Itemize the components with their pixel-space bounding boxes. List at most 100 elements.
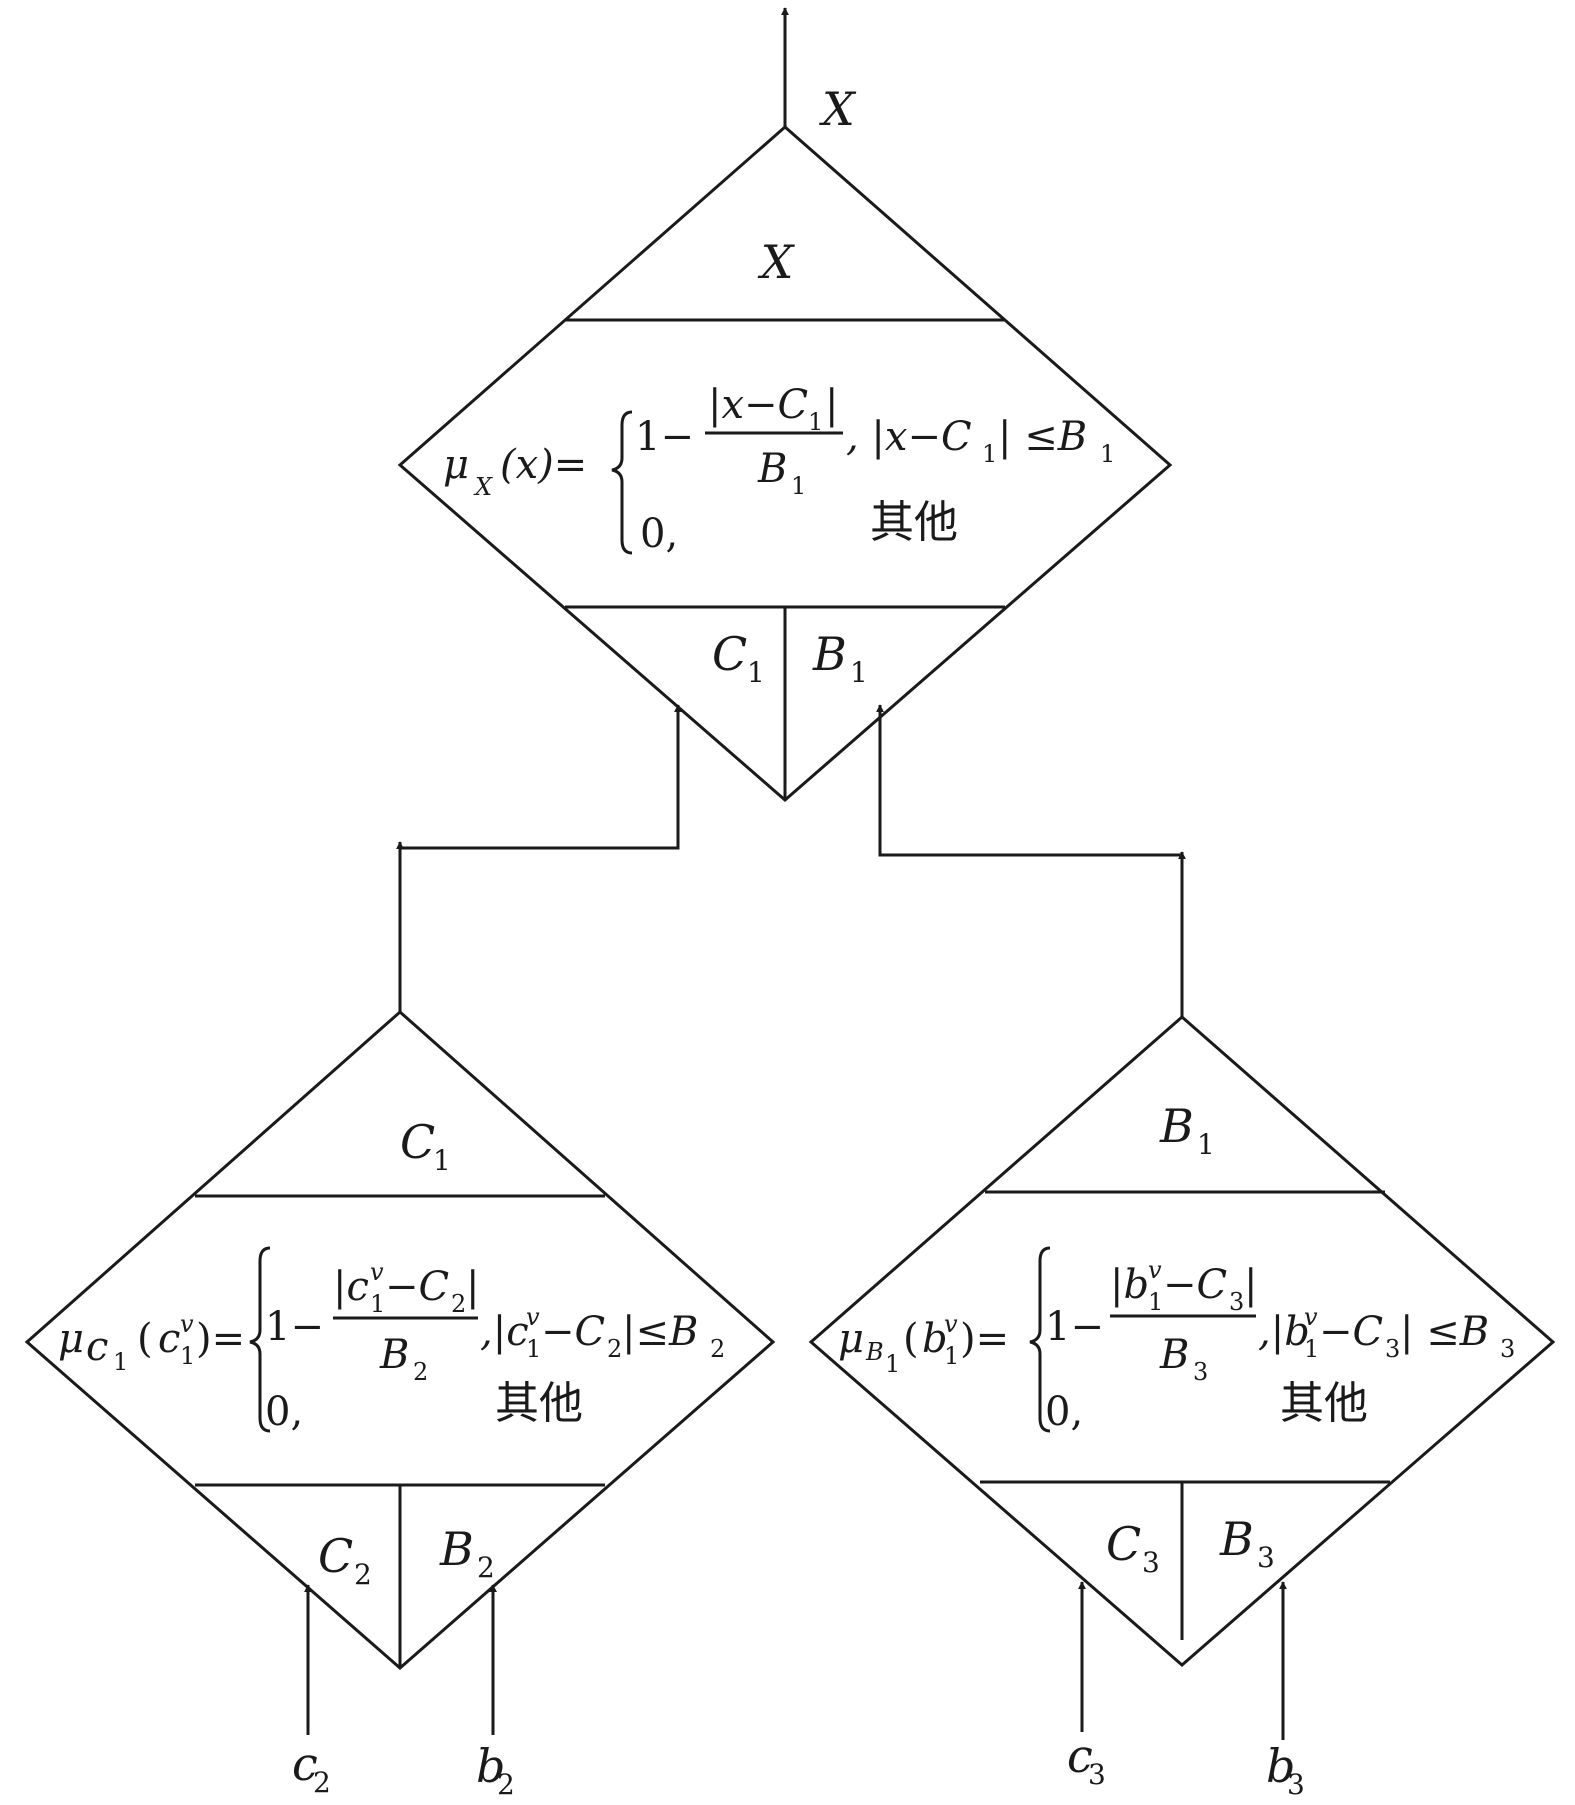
- right-case1-numerator: |b: [1110, 1262, 1149, 1308]
- right-case1-condition-mid: −C: [1319, 1309, 1383, 1355]
- left-case1-denominator: B: [379, 1332, 409, 1378]
- left-case2-condition: 其他: [495, 1378, 583, 1429]
- left-node-membership-function: μ c 1 ( c v 1 )= 1− |c v 1 −C 2 | B 2 ,|…: [58, 1246, 725, 1435]
- left-arg-close: )=: [196, 1316, 245, 1362]
- right-case1-numerator-sub: 1: [1148, 1288, 1163, 1316]
- left-case1-condition-end-sub: 2: [710, 1335, 725, 1363]
- left-case1-condition-sub2: 2: [607, 1335, 622, 1363]
- input-c2-sub: 2: [313, 1766, 331, 1799]
- top-node: X μ X (x)= 1− |x−C 1 | B 1 , |x−C 1 | ≤B…: [397, 125, 1173, 802]
- top-case1-one: 1−: [635, 414, 694, 460]
- right-arg-open: (: [903, 1316, 919, 1362]
- left-case1-numerator-mid: −C: [385, 1264, 449, 1310]
- left-node: C 1 μ c 1 ( c v 1 )= 1− |c v 1 −C 2 | B …: [24, 1009, 776, 1670]
- left-arg-var: c: [158, 1316, 180, 1362]
- right-case1-denominator-sub: 3: [1193, 1358, 1208, 1386]
- top-case1-numerator-end: |: [825, 382, 838, 428]
- right-node-title: B: [1159, 1099, 1194, 1153]
- connector-left-to-top-c1: [398, 704, 682, 1012]
- left-case1-condition-sub: 1: [526, 1335, 541, 1363]
- right-case1-numerator-mid: −C: [1163, 1262, 1227, 1308]
- right-node-diamond: [808, 1015, 1556, 1667]
- left-case1-numerator-sub2: 2: [451, 1290, 466, 1318]
- top-left-brace: [611, 410, 633, 555]
- right-case1-condition: ,|b: [1258, 1309, 1310, 1355]
- top-node-membership-function: μ X (x)= 1− |x−C 1 | B 1 , |x−C 1 | ≤B 1…: [443, 382, 1115, 557]
- right-arg-var: b: [922, 1316, 948, 1362]
- left-case1-one: 1−: [265, 1304, 324, 1350]
- left-param-left: C: [318, 1529, 353, 1583]
- left-case1-numerator-sub: 1: [370, 1290, 385, 1318]
- top-case2-value: 0,: [640, 511, 678, 557]
- left-arg-open: (: [137, 1316, 153, 1362]
- right-arg-close: )=: [960, 1316, 1009, 1362]
- right-node-membership-function: μ B 1 ( b v 1 )= 1− |b v 1 −C 3 | B 3 ,|…: [838, 1246, 1515, 1435]
- input-c2-label: c: [292, 1737, 318, 1791]
- right-case1-condition-sub2: 3: [1385, 1335, 1400, 1363]
- left-arg-sup: v: [180, 1310, 194, 1338]
- top-case1-numerator: |x−C: [708, 382, 808, 428]
- right-arg-sup: v: [944, 1310, 958, 1338]
- right-case1-denominator: B: [1159, 1332, 1189, 1378]
- top-case1-condition-end: | ≤B: [998, 414, 1087, 460]
- input-c3-sub: 3: [1088, 1758, 1106, 1791]
- right-mu-symbol: μ: [838, 1316, 864, 1362]
- right-case1-numerator-end: |: [1244, 1262, 1257, 1308]
- right-case1-numerator-sup: v: [1148, 1256, 1162, 1284]
- right-case1-condition-sub: 1: [1304, 1335, 1319, 1363]
- left-param-right: B: [439, 1522, 474, 1576]
- top-case1-condition-end-sub: 1: [1100, 440, 1115, 468]
- right-case1-condition-sup: v: [1304, 1303, 1318, 1331]
- left-node-title: C: [400, 1115, 435, 1169]
- left-mu-subscript-c: c: [86, 1324, 108, 1370]
- left-case1-denominator-sub: 2: [413, 1358, 428, 1386]
- right-mu-subscript-1: 1: [885, 1350, 900, 1378]
- right-brace: [1029, 1246, 1051, 1433]
- input-b2-sub: 2: [497, 1768, 515, 1801]
- left-case1-condition: ,|c: [480, 1309, 529, 1355]
- right-param-left-sub: 3: [1142, 1546, 1160, 1579]
- left-node-title-sub: 1: [433, 1144, 451, 1177]
- right-case1-condition-end: | ≤B: [1400, 1309, 1489, 1355]
- left-case1-numerator-end: |: [466, 1264, 479, 1310]
- top-node-title: X: [758, 235, 796, 289]
- right-node-title-sub: 1: [1197, 1128, 1215, 1161]
- left-case1-condition-end: |≤B: [622, 1309, 698, 1355]
- top-case1-condition: , |x−C: [846, 414, 972, 460]
- right-param-left: C: [1106, 1517, 1141, 1571]
- left-brace: [249, 1246, 271, 1433]
- right-param-right: B: [1219, 1512, 1254, 1566]
- top-mu-subscript: X: [473, 473, 493, 501]
- left-arg-sub: 1: [180, 1342, 195, 1370]
- right-case2-condition: 其他: [1280, 1378, 1368, 1429]
- left-case1-numerator: |c: [333, 1264, 369, 1310]
- top-case1-numerator-sub: 1: [808, 408, 823, 436]
- input-c3-label: c: [1067, 1729, 1093, 1783]
- left-mu-symbol: μ: [58, 1316, 84, 1362]
- top-param-left-sub: 1: [747, 656, 765, 689]
- left-case1-condition-sup: v: [526, 1303, 540, 1331]
- right-case2-value: 0,: [1045, 1389, 1083, 1435]
- input-b2-label: b: [476, 1739, 505, 1793]
- left-case1-numerator-sup: v: [370, 1258, 384, 1286]
- left-param-left-sub: 2: [354, 1558, 372, 1591]
- input-b3-label: b: [1266, 1739, 1295, 1793]
- left-case2-value: 0,: [265, 1389, 303, 1435]
- top-case2-condition: 其他: [870, 497, 958, 548]
- top-case1-denominator: B: [757, 446, 787, 492]
- right-mu-subscript-b: B: [865, 1338, 884, 1366]
- right-node: B 1 μ B 1 ( b v 1 )= 1− |b v 1 −C 3 | B …: [808, 1015, 1556, 1667]
- output-label: X: [819, 82, 857, 136]
- top-param-left: C: [712, 627, 747, 681]
- top-mu-argument: (x)=: [500, 442, 587, 488]
- top-param-right: B: [812, 627, 847, 681]
- connector-right-to-top-b1: [876, 704, 1184, 1017]
- left-case1-condition-mid: −C: [541, 1309, 605, 1355]
- top-param-right-sub: 1: [850, 656, 868, 689]
- right-case1-one: 1−: [1045, 1304, 1104, 1350]
- right-case1-numerator-sub2: 3: [1229, 1288, 1244, 1316]
- top-mu-symbol: μ: [443, 442, 469, 488]
- left-param-right-sub: 2: [477, 1551, 495, 1584]
- left-mu-subscript-1: 1: [113, 1348, 128, 1376]
